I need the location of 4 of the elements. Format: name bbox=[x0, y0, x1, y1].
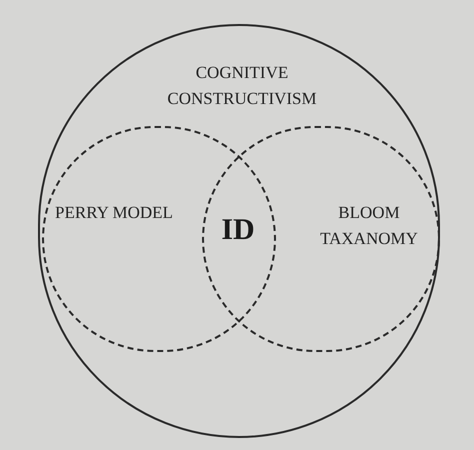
circle-label: BLOOM TAXANOMY bbox=[319, 202, 419, 250]
circle-label: COGNITIVE CONSTRUCTIVISM bbox=[166, 62, 318, 110]
circle-label: PERRY MODEL bbox=[54, 202, 174, 224]
intersection-label: ID bbox=[220, 212, 256, 248]
